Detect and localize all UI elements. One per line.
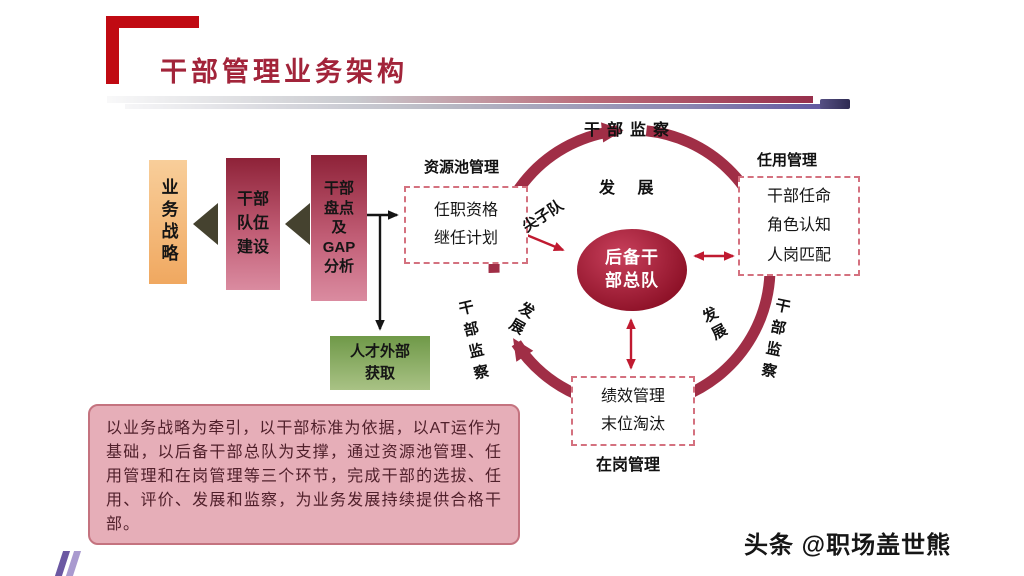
divider-endcap <box>820 99 850 109</box>
external-talent-line: 获取 <box>364 365 395 382</box>
top-develop-label: 发 展 <box>599 180 663 197</box>
cadre-team-line: 队伍 <box>236 215 269 232</box>
gap-line: GAP <box>322 238 356 256</box>
cadre-team-line: 干部 <box>236 191 269 208</box>
corner-bracket-decoration <box>106 16 199 84</box>
on-job-line: 绩效管理 <box>600 388 665 405</box>
on-job-box: 绩效管理 末位淘汰 <box>571 376 695 446</box>
business-strategy-box: 业务战略 <box>149 160 187 284</box>
pool-line: 继任计划 <box>433 230 498 247</box>
on-job-section-label: 在岗管理 <box>596 457 661 474</box>
divider-gradient-secondary <box>125 104 825 109</box>
gap-line: 分析 <box>323 258 354 276</box>
divider-gradient-primary <box>107 96 813 103</box>
cadre-inventory-gap-box: 干部 盘点 及 GAP 分析 <box>311 155 367 301</box>
cadre-team-box: 干部 队伍 建设 <box>226 158 280 290</box>
reserve-cadre-ellipse: 后备干 部总队 <box>577 229 687 311</box>
appointment-line: 角色认知 <box>766 217 831 235</box>
reserve-cadre-line: 后备干 <box>605 248 659 268</box>
resource-pool-section-label: 资源池管理 <box>424 159 500 176</box>
appointment-section-label: 任用管理 <box>757 152 818 169</box>
page-title: 干部管理业务架构 <box>160 57 408 87</box>
cycle-arc-bottom-left <box>511 338 579 400</box>
cadre-team-line: 建设 <box>236 239 269 256</box>
summary-text: 以业务战略为牵引，以干部标准为依据，以AT运作为基础，以后备干部总队为支撑，通过… <box>106 420 502 533</box>
appointment-line: 干部任命 <box>766 188 831 206</box>
top-inspect-label: 干部监察 <box>584 122 677 139</box>
left-arrow-icon <box>285 203 310 245</box>
external-talent-line: 人才外部 <box>349 343 410 361</box>
appointment-line: 人岗匹配 <box>766 246 831 264</box>
gap-line: 盘点 <box>323 199 354 217</box>
business-strategy-label: 业务战略 <box>158 178 178 266</box>
external-talent-box: 人才外部 获取 <box>330 336 430 390</box>
resource-pool-box: 任职资格 继任计划 <box>404 186 528 264</box>
reserve-cadre-line: 部总队 <box>605 271 659 290</box>
gap-line: 干部 <box>323 180 354 198</box>
pool-line: 任职资格 <box>433 202 498 219</box>
left-arrow-icon <box>193 203 218 245</box>
gap-line: 及 <box>331 219 347 237</box>
appointment-box: 干部任命 角色认知 人岗匹配 <box>738 176 860 276</box>
corner-slash-decoration <box>54 551 87 576</box>
summary-panel: 以业务战略为牵引，以干部标准为依据，以AT运作为基础，以后备干部总队为支撑，通过… <box>88 404 520 545</box>
watermark-text: 头条 @职场盖世熊 <box>744 532 952 559</box>
on-job-line: 末位淘汰 <box>600 416 665 433</box>
